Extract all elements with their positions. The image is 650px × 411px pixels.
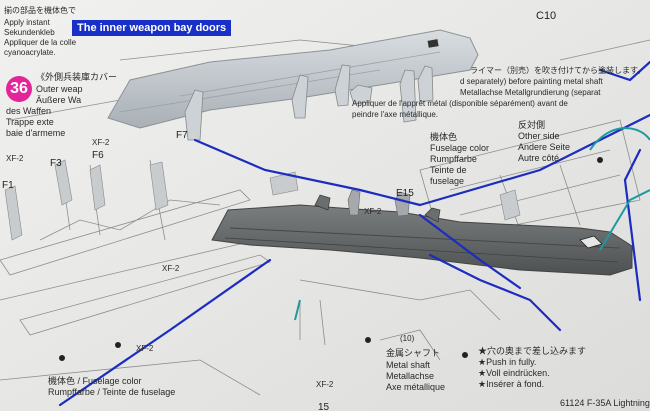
topleft-line-3: Sekundenkleb [4,28,55,37]
topleft-line-5: cyanoacrylate. [4,48,56,57]
teal-pen-marks [294,127,650,321]
outer-line-2: Outer weap [36,84,83,94]
metal-shaft-4: Axe métallique [386,382,446,392]
topleft-line-2: Apply instant [4,18,50,27]
fuselage-right-5: fuselage [430,176,465,186]
paint-note-line-2: d separately) before painting metal shaf… [460,77,603,86]
topleft-line-4: Appliquer de la colle [4,38,77,47]
part-label-xf2-d: XF-2 [136,344,154,353]
outer-line-3: Äußere Wa [36,95,82,105]
metal-shaft-3: Metallachse [386,371,435,381]
part-label-e15: E15 [396,188,414,199]
part-label-xf2-a: XF-2 [6,154,24,163]
bottom-page-number: 15 [318,402,330,411]
light-grey-door [107,29,479,141]
footer-product-code: 61124 F-35A Lightning II [560,398,650,408]
step-number-badge: 36 [6,76,32,102]
part-label-xf2-b: XF-2 [92,138,110,147]
fuselage-right-4: Teinte de [430,165,467,175]
paint-note-line-3: Metallachse Metallgrundierung (separat [460,88,601,97]
other-side-4: Autre côté [518,153,560,163]
blue-pen-marks [58,60,650,407]
other-side-1: 反対側 [518,120,546,130]
part-label-xf2-e: XF-2 [316,380,334,389]
topleft-line-1: 揃の部品を機体色で [4,6,76,15]
callout-dots [59,157,603,361]
push-note-2: ★Push in fully. [478,357,537,367]
paint-note-line-4: Appliquer de l'apprêt métal (disponible … [352,99,568,108]
fuselage-bottom-2: Rumpffarbe / Teinte de fuselage [48,387,176,397]
outer-line-1: 《外側兵装庫カバー [36,72,118,82]
fuselage-right-2: Fuselage color [430,143,490,153]
other-side-3: Andere Seite [518,142,571,152]
part-label-c10: C10 [536,10,557,22]
fuselage-right-1: 機体色 [430,132,458,142]
push-note-1: ★穴の奥まで差し込みます [478,346,587,356]
outer-line-4: des Waffen [6,106,52,116]
metal-shaft-1: 金属シャフト [386,348,441,358]
paint-note-line-1: ライマー（別売）を吹き付けてから塗装します。 [470,66,646,75]
fuselage-right-3: Rumpffarbe [430,154,477,164]
part-label-f6: F6 [92,150,104,161]
part-label-xf2-f: XF-2 [364,207,382,216]
diagram-linework [0,39,650,396]
outer-line-6: baie d'armeme [6,128,66,138]
part-label-f1: F1 [2,180,14,191]
part-label-f3: F3 [50,158,62,169]
push-note-4: ★Insérer à fond. [478,379,545,389]
small-parts [4,159,521,241]
part-label-f7: F7 [176,130,188,141]
part-label-ring: (10) [400,334,415,343]
caption-label: The inner weapon bay doors [72,20,232,36]
fuselage-bottom-1: 機体色 / Fuselage color [48,376,142,386]
metal-shaft-2: Metal shaft [386,360,431,370]
paint-note-line-5: peindre l'axe métallique. [352,110,439,119]
other-side-2: Other side [518,131,560,141]
outer-line-5: Trappe exte [6,117,54,127]
push-note-3: ★Voll eindrücken. [478,368,550,378]
part-label-xf2-c: XF-2 [162,264,180,273]
